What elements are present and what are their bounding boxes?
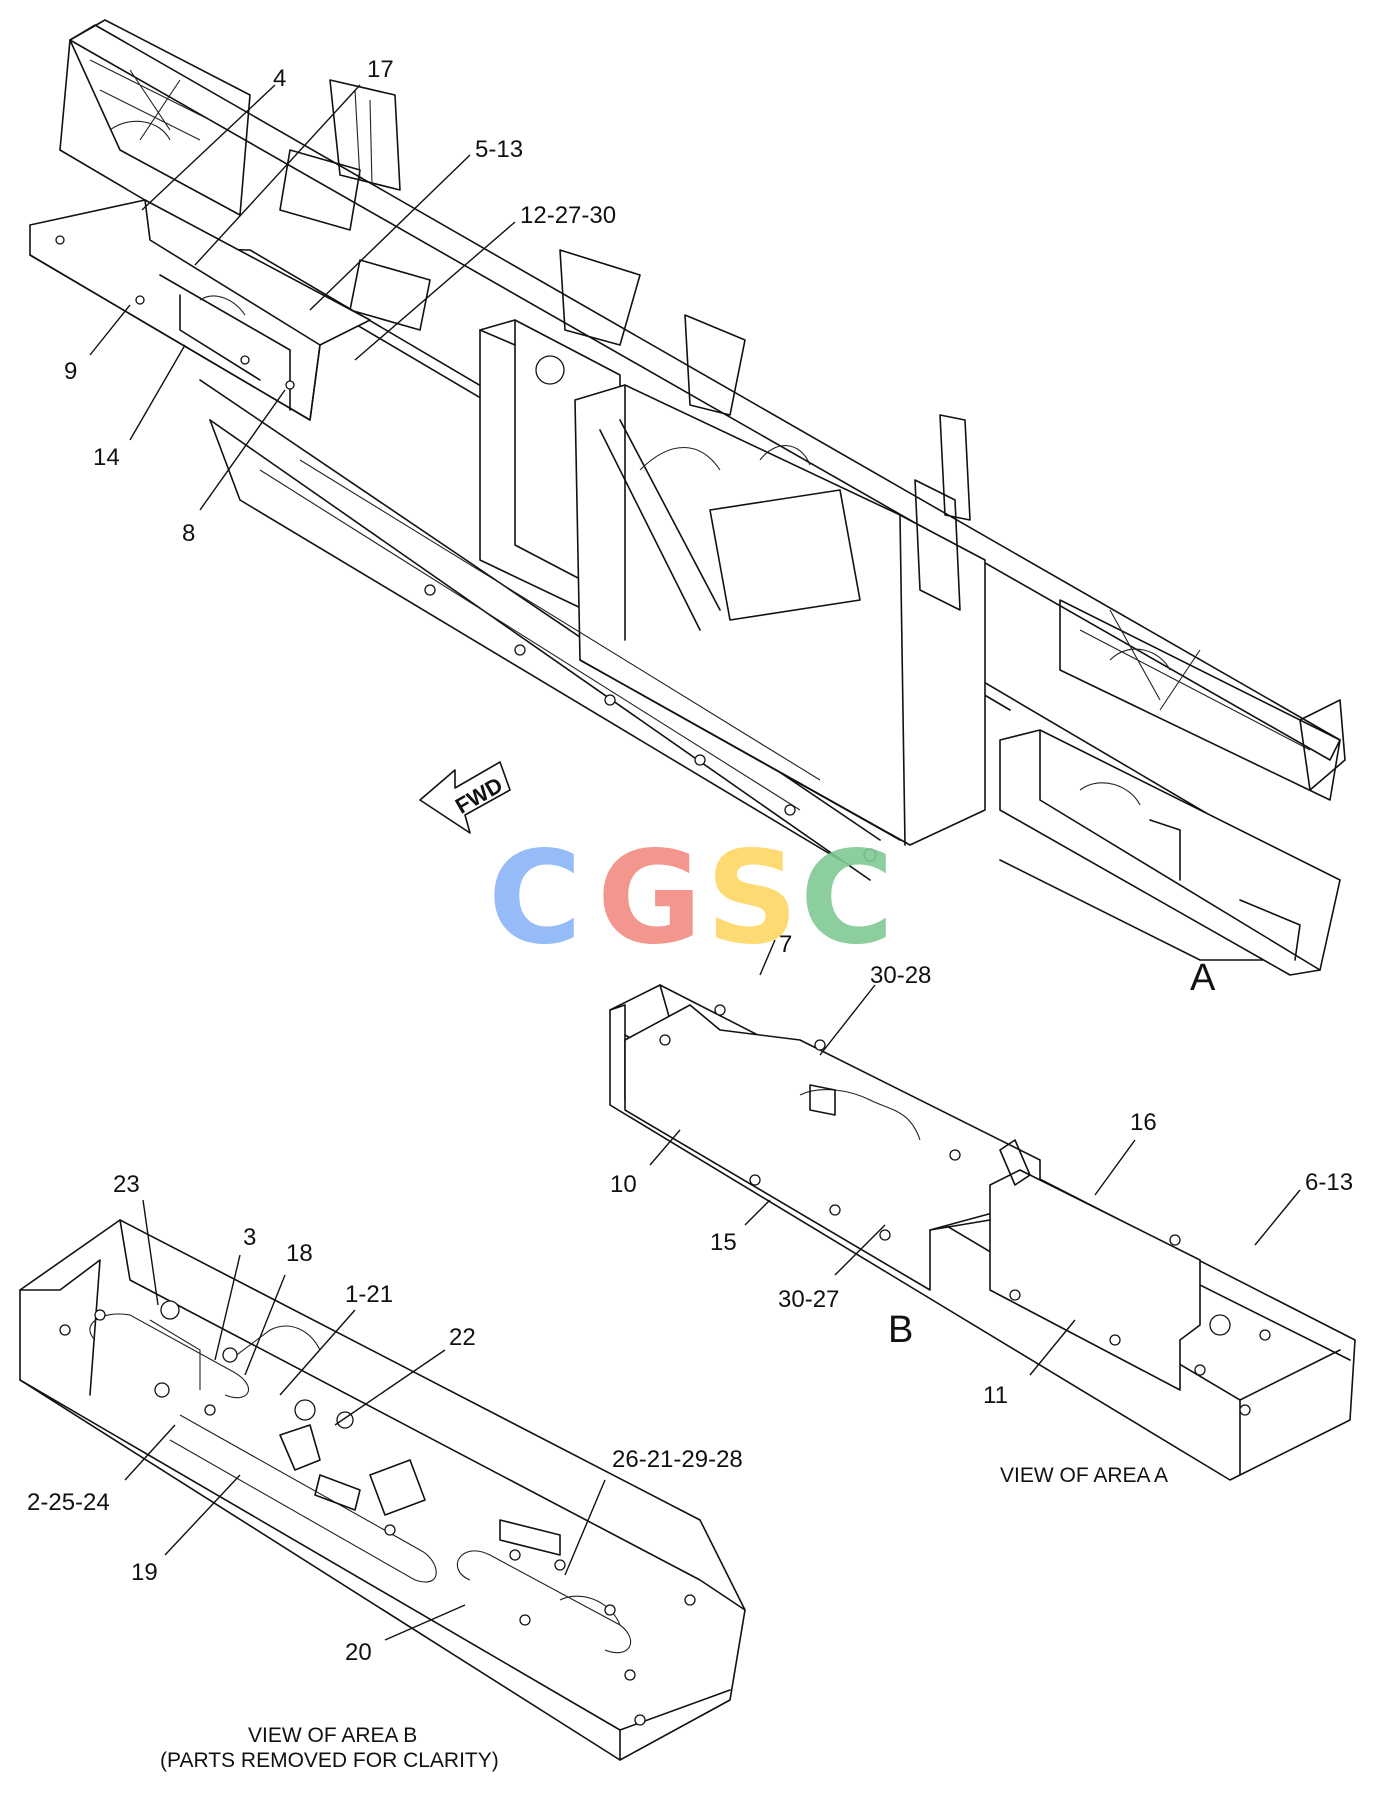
callout-6-13: 6-13 — [1305, 1169, 1353, 1196]
callout-8: 8 — [182, 520, 195, 547]
callout-18: 18 — [286, 1240, 313, 1267]
watermark: C G S C — [488, 824, 894, 973]
caption-view-area-b-note: (PARTS REMOVED FOR CLARITY) — [160, 1749, 499, 1772]
callout-1-21: 1-21 — [345, 1281, 393, 1308]
callout-12-27-30: 12-27-30 — [520, 202, 616, 229]
callout-30-27: 30-27 — [778, 1286, 839, 1313]
area-letter-a: A — [1190, 957, 1216, 999]
callout-23: 23 — [113, 1171, 140, 1198]
area-letter-b: B — [888, 1309, 913, 1351]
callout-22: 22 — [449, 1324, 476, 1351]
callout-labels: 4 17 5-13 12-27-30 9 14 8 7 30-28 16 6-1… — [27, 56, 1353, 1666]
callout-9: 9 — [64, 358, 77, 385]
callout-19: 19 — [131, 1559, 158, 1586]
callout-2-25-24: 2-25-24 — [27, 1489, 110, 1516]
callout-20: 20 — [345, 1639, 372, 1666]
watermark-letter-g: G — [597, 824, 702, 973]
view-area-a — [609, 984, 1356, 1481]
view-area-b — [19, 1219, 746, 1761]
leader-lines — [89, 84, 1301, 1641]
callout-14: 14 — [93, 444, 120, 471]
callout-17: 17 — [367, 56, 394, 83]
caption-view-area-a: VIEW OF AREA A — [1000, 1464, 1168, 1487]
watermark-letter-c1: C — [488, 824, 582, 973]
caption-view-area-b: VIEW OF AREA B — [248, 1724, 417, 1747]
callout-15: 15 — [710, 1229, 737, 1256]
callout-5-13: 5-13 — [475, 136, 523, 163]
watermark-letter-c2: C — [800, 824, 894, 973]
callout-30-28: 30-28 — [870, 962, 931, 989]
watermark-letter-s: S — [706, 824, 798, 973]
callout-7: 7 — [779, 931, 792, 958]
fwd-arrow-icon: FWD — [419, 761, 511, 834]
callout-4: 4 — [273, 65, 286, 92]
callout-16: 16 — [1130, 1109, 1157, 1136]
callout-26-21-29-28: 26-21-29-28 — [612, 1446, 743, 1473]
callout-10: 10 — [610, 1171, 637, 1198]
main-frame-assembly — [29, 19, 1346, 976]
callout-3: 3 — [243, 1224, 256, 1251]
callout-11: 11 — [983, 1382, 1008, 1409]
